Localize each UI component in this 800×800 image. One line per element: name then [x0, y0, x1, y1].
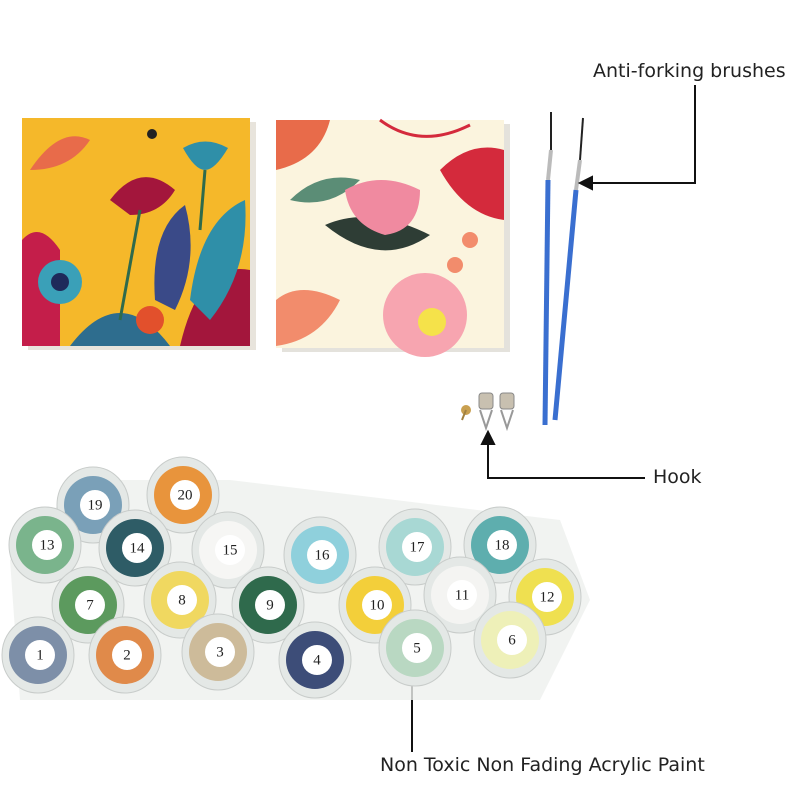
paint-pot-15: 15	[191, 511, 265, 589]
pot-number-sticker	[122, 533, 152, 563]
paint-pot-5: 5	[378, 609, 452, 687]
brushes-label: Anti-forking brushes	[593, 60, 786, 82]
pot-number: 20	[178, 487, 193, 503]
pot-number: 5	[413, 640, 421, 656]
paint-pot-8: 8	[143, 561, 217, 639]
pot-number: 3	[216, 644, 224, 660]
pot-number: 1	[36, 647, 44, 663]
pot-number-sticker	[307, 540, 337, 570]
pot-number: 17	[410, 539, 426, 555]
paint-pot-2: 2	[88, 616, 162, 694]
pot-number-sticker	[205, 637, 235, 667]
paint-pot-16: 16	[283, 516, 357, 594]
paint-pot-9: 9	[231, 566, 305, 644]
paint-label: Non Toxic Non Fading Acrylic Paint	[380, 754, 705, 776]
pot-number-sticker	[447, 580, 477, 610]
pot-number-sticker	[80, 490, 110, 520]
paint-pot-1: 1	[1, 616, 75, 694]
pot-number: 2	[123, 647, 131, 663]
canvas-yellow-floral	[22, 118, 256, 350]
hook-hardware	[461, 392, 515, 432]
pot-number-sticker	[112, 640, 142, 670]
paint-pot-13: 13	[8, 506, 82, 584]
hook-label: Hook	[653, 466, 702, 488]
pot-number-sticker	[487, 530, 517, 560]
paint-pot-6: 6	[473, 601, 547, 679]
paint-pot-20: 20	[146, 456, 220, 534]
pot-number-sticker	[255, 590, 285, 620]
paint-pot-3: 3	[181, 613, 255, 691]
pot-number: 12	[540, 589, 555, 605]
pot-number: 13	[40, 537, 55, 553]
pot-number: 8	[178, 592, 186, 608]
paint-pot-18: 18	[463, 506, 537, 584]
pot-number: 14	[130, 540, 146, 556]
pot-number: 15	[223, 542, 238, 558]
paint-brushes	[542, 112, 584, 426]
pot-number: 19	[88, 497, 103, 513]
pot-number: 9	[266, 597, 274, 613]
paint-pot-17: 17	[378, 508, 452, 586]
pot-number-sticker	[215, 535, 245, 565]
pot-number-sticker	[497, 625, 527, 655]
pot-number-sticker	[532, 582, 562, 612]
pot-number-sticker	[402, 633, 432, 663]
pot-number: 7	[86, 597, 94, 613]
paint-pot-4: 4	[278, 621, 352, 699]
pot-number-sticker	[167, 585, 197, 615]
pot-number-sticker	[302, 645, 332, 675]
pot-number: 18	[495, 537, 510, 553]
paint-pot-11: 11	[423, 556, 497, 634]
pot-number-sticker	[362, 590, 392, 620]
pot-number-sticker	[32, 530, 62, 560]
pot-number-sticker	[75, 590, 105, 620]
pot-number: 16	[315, 547, 331, 563]
pot-number-sticker	[402, 532, 432, 562]
pot-number: 6	[508, 632, 516, 648]
pot-number-sticker	[25, 640, 55, 670]
pot-number-sticker	[170, 480, 200, 510]
paint-pot-14: 14	[98, 509, 172, 587]
pot-number: 4	[313, 652, 321, 668]
canvas-pink-floral	[276, 118, 510, 357]
pot-number: 11	[455, 587, 469, 603]
pot-number: 10	[370, 597, 385, 613]
